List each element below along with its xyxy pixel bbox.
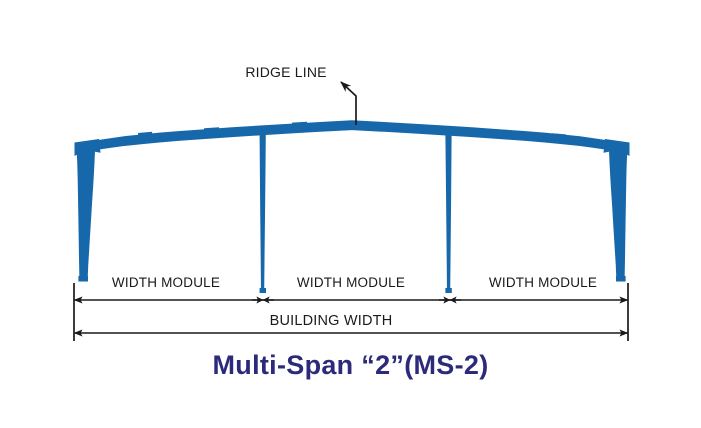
width-module-label-2: WIDTH MODULE [296,275,406,290]
left-column-base [78,276,88,282]
building-width-label: BUILDING WIDTH [269,313,393,329]
interior-column-left [259,135,266,293]
interior-column-left-base [259,288,266,293]
interior-column-right-base [445,288,452,293]
right-exterior-column [609,143,628,281]
right-column-base [616,276,626,282]
width-module-label-3: WIDTH MODULE [488,275,598,290]
figure-title: Multi-Span “2”(MS-2) [212,350,489,380]
steel-frame-silhouette [74,120,630,293]
ridge-line-label: RIDGE LINE [245,64,327,80]
right-eave-haunch [603,139,630,173]
ridge-line-callout-leader [340,81,357,125]
width-module-label-1: WIDTH MODULE [111,275,221,290]
left-exterior-column [76,143,95,281]
interior-column-right [445,135,452,293]
left-eave-haunch [74,139,101,173]
rafter-profile [76,120,628,153]
